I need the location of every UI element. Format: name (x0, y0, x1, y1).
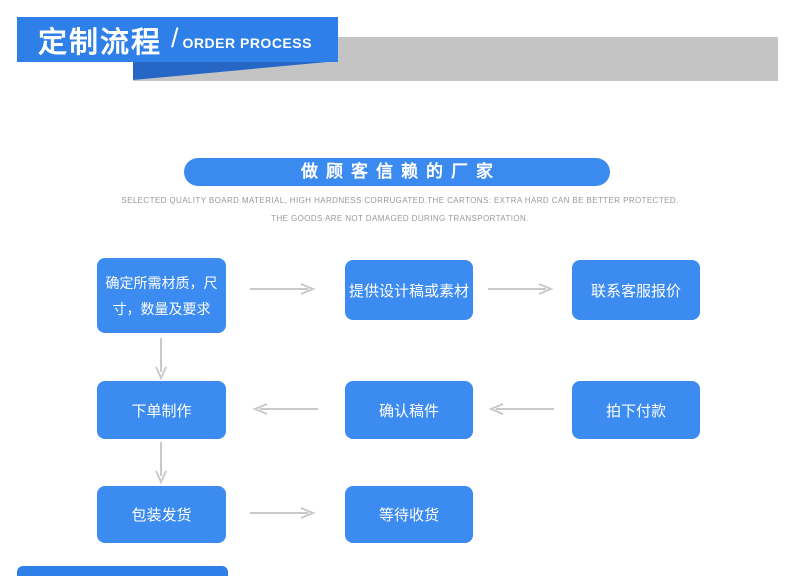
arrow-down-icon (154, 338, 168, 380)
flow-step-quote: 联系客服报价 (572, 260, 700, 320)
flow-step-receive: 等待收货 (345, 486, 473, 543)
arrow-right-icon (250, 282, 316, 296)
subtitle-line-2: THE GOODS ARE NOT DAMAGED DURING TRANSPO… (271, 214, 529, 223)
page-title-english: ORDER PROCESS (182, 35, 312, 51)
flow-step-ship: 包装发货 (97, 486, 226, 543)
section-header-banner: 定制流程 / ORDER PROCESS (17, 17, 338, 62)
flow-step-design: 提供设计稿或素材 (345, 260, 473, 320)
flow-step-materials: 确定所需材质，尺寸，数量及要求 (97, 258, 226, 333)
flow-step-confirm: 确认稿件 (345, 381, 473, 439)
arrow-right-icon (488, 282, 554, 296)
flow-step-pay: 拍下付款 (572, 381, 700, 439)
subtitle-line-1: SELECTED QUALITY BOARD MATERIAL, HIGH HA… (121, 196, 679, 205)
arrow-left-icon (252, 402, 318, 416)
next-section-banner-partial (17, 566, 228, 576)
flow-step-order: 下单制作 (97, 381, 226, 439)
page-title: 定制流程 (38, 26, 163, 59)
title-separator: / (171, 23, 179, 53)
arrow-right-icon (250, 506, 316, 520)
arrow-left-icon (488, 402, 554, 416)
arrow-down-icon (154, 442, 168, 484)
headline-pill: 做顾客信赖的厂家 (184, 158, 610, 186)
